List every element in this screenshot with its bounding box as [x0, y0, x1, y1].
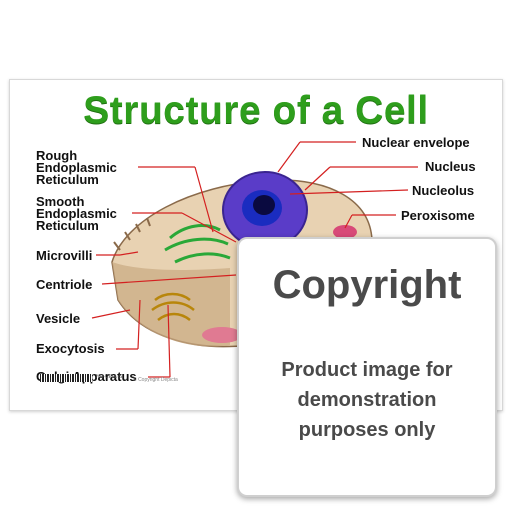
overlay-subtitle: Product image for demonstration purposes…: [245, 355, 489, 445]
label-nucleolus: Nucleolus: [412, 183, 475, 198]
product-code: ND-CELL-S: [96, 374, 123, 380]
barcode-icon: [40, 374, 92, 382]
label-centriole: Centriole: [36, 277, 93, 292]
peroxisome-shape: [333, 225, 357, 239]
label-rough-er-text: Rough Endoplasmic Reticulum: [36, 148, 117, 187]
microvilli: [113, 217, 151, 251]
label-nuclear-envelope: Nuclear envelope: [362, 135, 470, 150]
copyright-footer: © Copyright Depicta: [133, 377, 178, 383]
label-peroxisome: Peroxisome: [401, 208, 475, 223]
label-smooth-er: Smooth Endoplasmic Reticulum: [36, 194, 134, 233]
overlay-line-2: demonstration: [297, 389, 437, 411]
cell-cross-section: [112, 262, 230, 347]
overlay-title: Copyright: [272, 263, 462, 307]
label-nucleus: Nucleus: [425, 159, 476, 174]
mitochondrion: [202, 327, 242, 343]
poster-title: Structure of a Cell: [83, 89, 429, 132]
label-vesicle: Vesicle: [36, 311, 81, 326]
copyright-overlay: Copyright Product image for demonstratio…: [237, 237, 497, 497]
label-exocytosis: Exocytosis: [36, 341, 105, 356]
nucleolus-core: [253, 195, 275, 215]
overlay-line-3: purposes only: [298, 419, 436, 441]
label-microvilli: Microvilli: [36, 248, 93, 263]
overlay-line-1: Product image for: [281, 359, 453, 381]
label-rough-er: Rough Endoplasmic Reticulum: [36, 148, 134, 187]
label-smooth-er-text: Smooth Endoplasmic Reticulum: [36, 194, 117, 233]
golgi: [151, 292, 195, 322]
leader-lines: [91, 141, 418, 378]
rough-er: [164, 224, 231, 264]
